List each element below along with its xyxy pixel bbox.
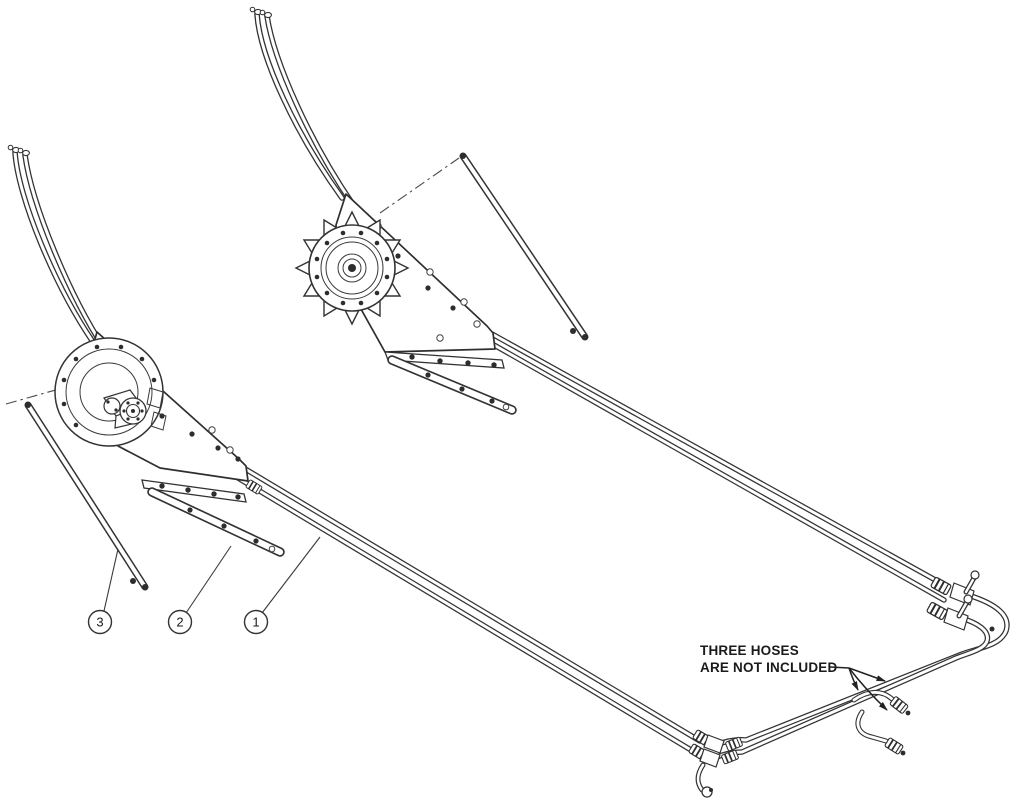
plate-slot [146, 387, 164, 409]
upper-arm-tip-fitting [259, 9, 272, 19]
left-arm-tip-fitting [7, 144, 20, 154]
not-included-hoses [851, 689, 911, 756]
support-rod-left [24, 401, 149, 591]
callout-2: 2 [167, 545, 232, 635]
note-arrow-2 [848, 667, 886, 682]
drive-sprocket [294, 210, 410, 326]
skid-bar-left [147, 487, 285, 557]
note-line-1: THREE HOSES [700, 643, 799, 658]
skid-bar-upper [387, 355, 517, 415]
corner-tee-fittings [687, 728, 744, 798]
note-arrow-3 [848, 667, 888, 711]
callout-3-leader [103, 548, 119, 612]
callout-1-leader [261, 536, 321, 614]
callout-3-number: 3 [96, 615, 103, 630]
excluded-hose-a [851, 689, 911, 716]
valve-handle [963, 570, 980, 595]
note-three-hoses: THREE HOSES ARE NOT INCLUDED [700, 643, 888, 711]
shutoff-valve-fittings [925, 570, 995, 632]
callout-1-number: 1 [252, 615, 259, 630]
left-arm-tip-fitting [17, 147, 30, 157]
upper-arm-tube-inner [264, 13, 357, 209]
callout-3-bubble [87, 609, 113, 635]
callout-1: 1 [243, 536, 321, 635]
callout-2-leader [185, 545, 232, 614]
callout-2-bubble [167, 609, 193, 635]
centerline-upper-rod [379, 157, 460, 214]
note-dash [829, 666, 850, 669]
note-line-2: ARE NOT INCLUDED [700, 660, 837, 675]
reel-assembly-upper [249, 6, 589, 415]
port-plug [989, 626, 995, 632]
upper-arm-tip-fitting [249, 6, 262, 16]
hose-coupler [925, 600, 949, 622]
upper-bottom-flange [384, 351, 505, 369]
valve-handle [956, 594, 973, 619]
plate-hole [208, 426, 216, 434]
plate-slot [150, 411, 167, 431]
callout-2-number: 2 [176, 615, 183, 630]
hydraulic-motor [103, 389, 147, 429]
reel-assembly-left [7, 144, 285, 591]
callout-3: 3 [87, 548, 119, 635]
support-rod-upper [459, 152, 589, 341]
left-bottom-flange [141, 479, 247, 503]
plate-hole [226, 446, 234, 454]
left-arm-tube-inner [22, 152, 107, 351]
excluded-hose-b [855, 709, 906, 756]
callout-1-bubble [243, 609, 269, 635]
drop-hose-stub [695, 762, 713, 798]
